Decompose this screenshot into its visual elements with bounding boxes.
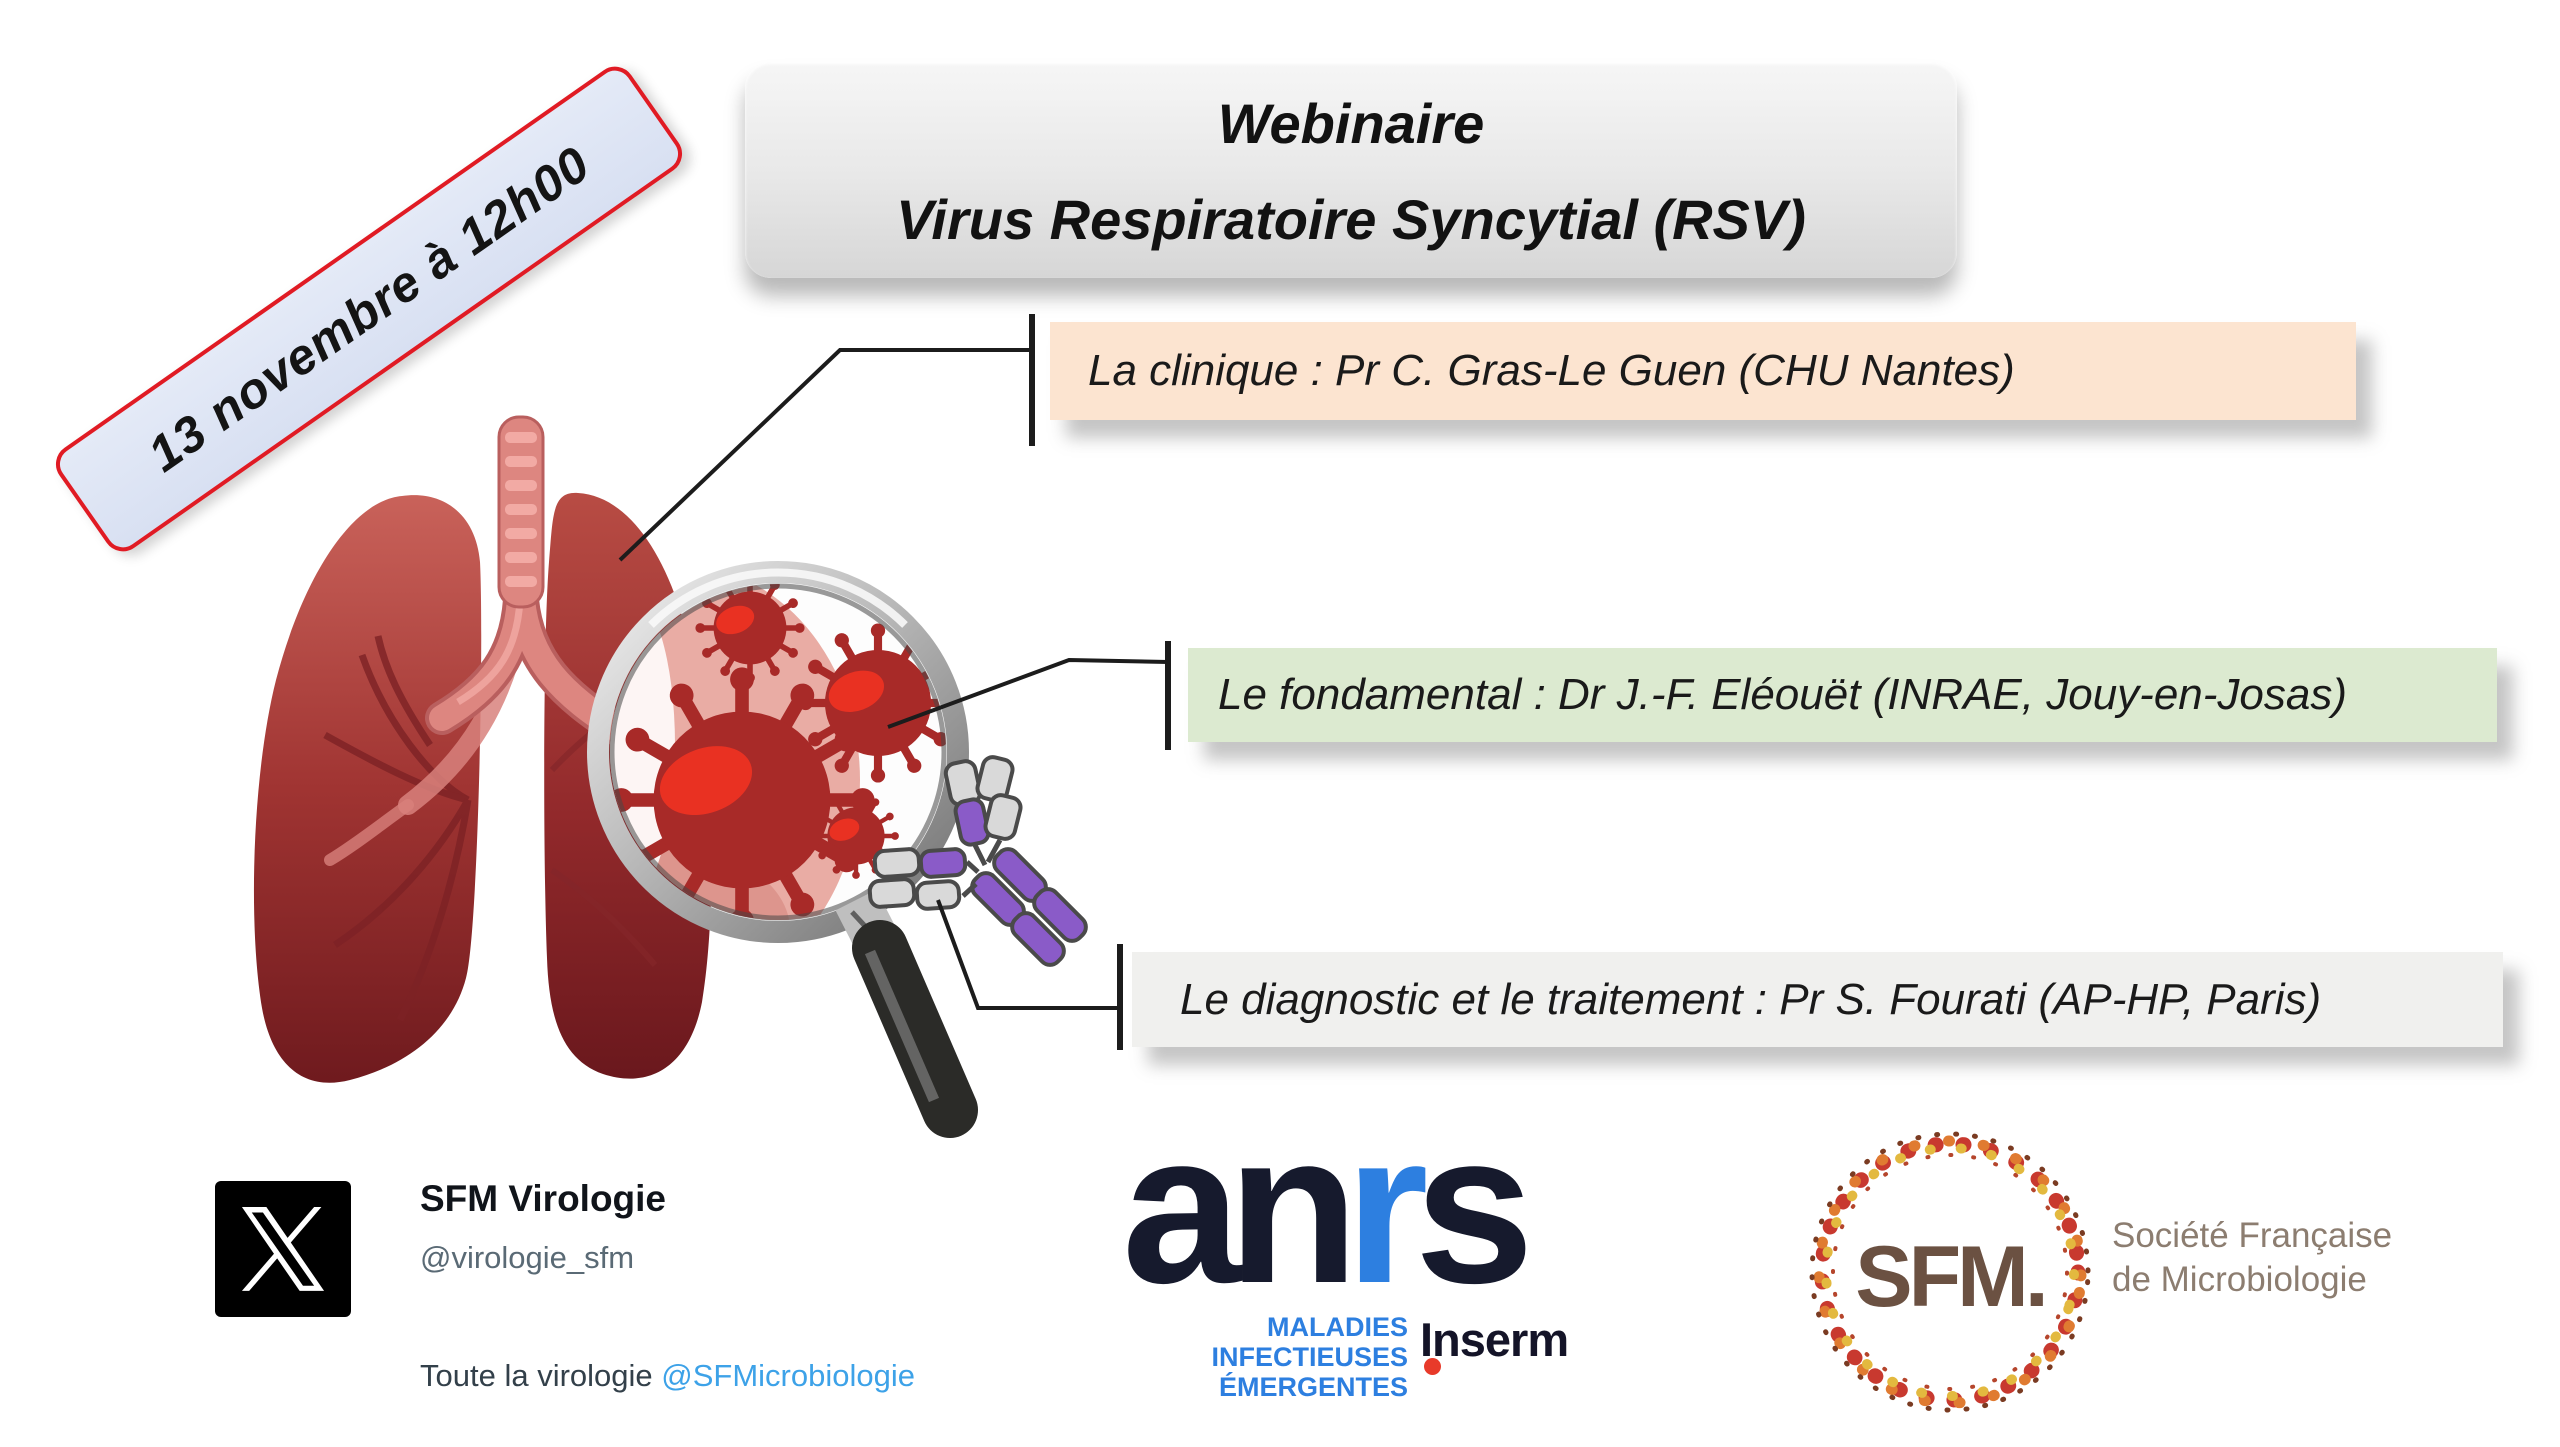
- social-bio: Toute la virologie @SFMicrobiologie: [420, 1358, 915, 1394]
- trachea-icon: [425, 415, 639, 749]
- sfm-dotted-ring-icon: [1809, 1131, 2091, 1413]
- inserm-logo: Inserm: [1420, 1313, 1569, 1366]
- title-line-1: Webinaire: [1217, 92, 1485, 155]
- sfm-society-name: Société Française de Microbiologie: [2112, 1214, 2392, 1302]
- session-label: La clinique : Pr C. Gras-Le Guen (CHU Na…: [1088, 346, 2015, 395]
- x-glyph: [241, 1207, 325, 1291]
- magnifier-icon: [587, 561, 978, 1138]
- social-bio-link[interactable]: @SFMicrobiologie: [661, 1358, 915, 1393]
- anrs-subtitle-line1: MALADIES INFECTIEUSES: [1211, 1312, 1408, 1372]
- x-logo-icon: [215, 1181, 351, 1317]
- session-label: Le diagnostic et le traitement : Pr S. F…: [1180, 974, 2322, 1024]
- anrs-subtitle: MALADIES INFECTIEUSES ÉMERGENTES: [1122, 1312, 1408, 1402]
- sfm-acronym: SFM.: [1855, 1229, 2048, 1325]
- antibody-icon: [867, 755, 1088, 967]
- anrs-letters-dark: s: [1414, 1087, 1535, 1328]
- title-box: Webinaire Virus Respiratoire Syncytial (…: [745, 62, 1957, 278]
- session-bar-clinique: La clinique : Pr C. Gras-Le Guen (CHU Na…: [1050, 322, 2356, 420]
- inserm-red-dot-icon: [1424, 1358, 1441, 1375]
- session-label: Le fondamental : Dr J.-F. Eléouët (INRAE…: [1218, 670, 2348, 719]
- anrs-logo: anrs: [1122, 1100, 1534, 1315]
- social-account-handle: @virologie_sfm: [420, 1240, 635, 1275]
- sfm-name-line2: de Microbiologie: [2112, 1260, 2367, 1299]
- session-bar-diagnostic: Le diagnostic et le traitement : Pr S. F…: [1132, 952, 2503, 1047]
- title-line-2: Virus Respiratoire Syncytial (RSV): [896, 188, 1806, 251]
- anrs-subtitle-line2: ÉMERGENTES: [1218, 1372, 1408, 1402]
- social-bio-text: Toute la virologie: [420, 1358, 662, 1393]
- anrs-letters-dark: an: [1122, 1087, 1359, 1328]
- session-bar-fondamental: Le fondamental : Dr J.-F. Eléouët (INRAE…: [1188, 648, 2497, 742]
- connector-lines: [618, 314, 1171, 1050]
- sfm-name-line1: Société Française: [2112, 1216, 2393, 1255]
- social-account-name: SFM Virologie: [420, 1178, 667, 1219]
